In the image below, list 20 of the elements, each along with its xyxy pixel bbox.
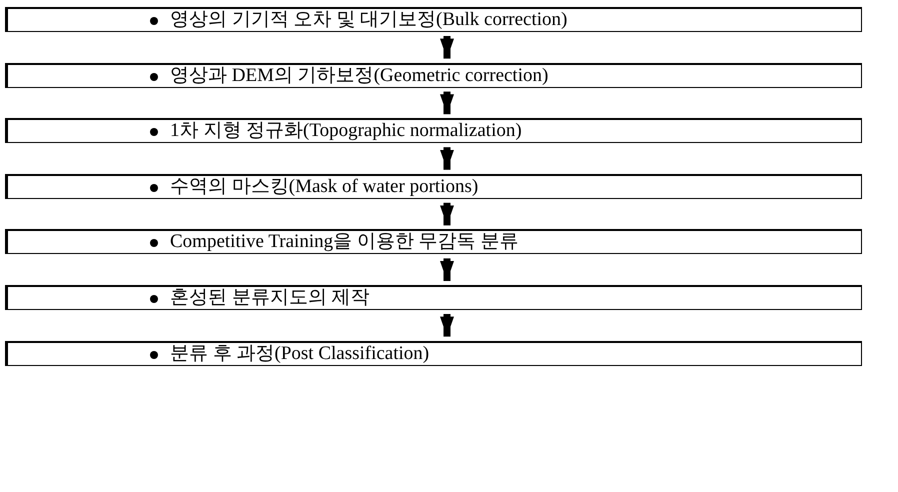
arrow: [440, 314, 454, 337]
process-box: [5, 62, 862, 88]
process-box: [5, 340, 862, 366]
process-box: [5, 229, 862, 254]
arrow: [440, 202, 454, 226]
process-box: [5, 174, 862, 199]
process-box: [5, 285, 862, 310]
arrow: [440, 258, 454, 281]
process-box: [5, 7, 862, 32]
process-box: [5, 118, 862, 144]
step-text: 영상의 기기적 오차 및 대기보정(Bulk correction): [170, 9, 568, 31]
arrow: [440, 147, 454, 170]
step-text: 혼성된 분류지도의 제작: [170, 287, 370, 309]
step-text: 1차 지형 정규화(Topographic normalization): [170, 120, 522, 142]
step-text: 영상과 DEM의 기하보정(Geometric correction): [170, 64, 548, 87]
step-text: 수역의 마스킹(Mask of water portions): [170, 176, 478, 198]
step-text: Competitive Training을 이용한 무감독 분류: [170, 231, 518, 254]
arrow: [440, 92, 454, 114]
arrow: [440, 36, 454, 59]
step-text: 분류 후 과정(Post Classification): [170, 342, 430, 365]
